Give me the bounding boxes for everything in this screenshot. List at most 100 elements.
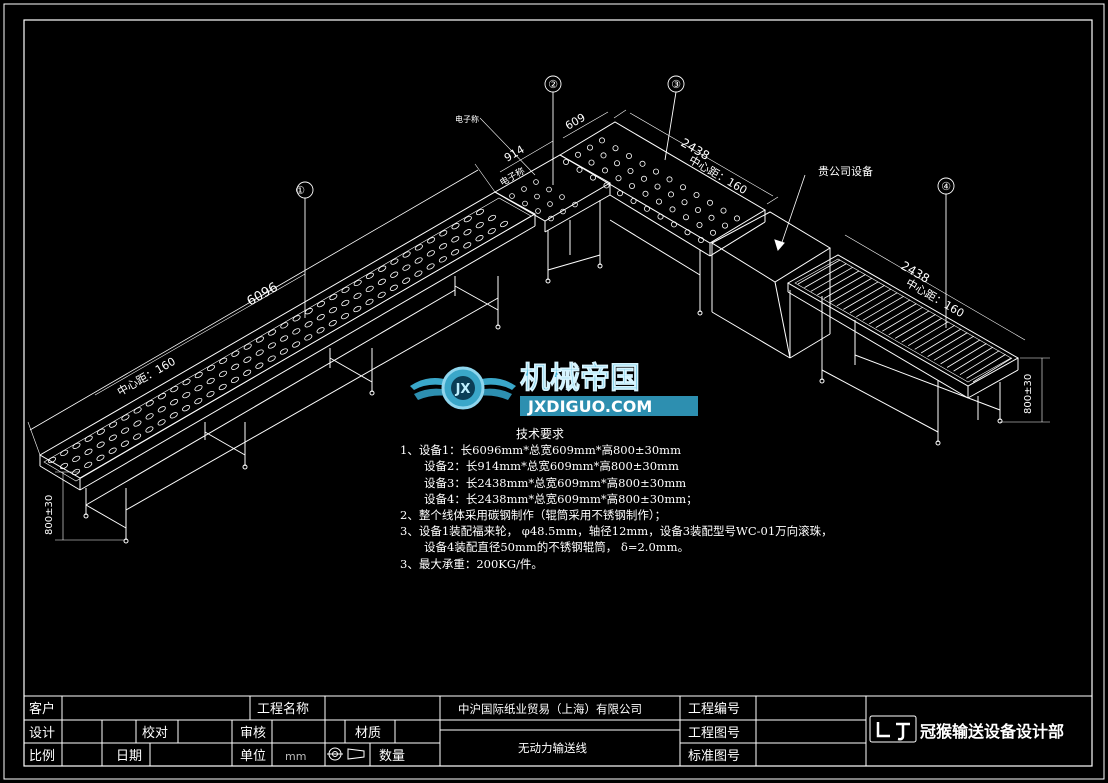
ball-transfer — [642, 190, 649, 197]
ball-transfer — [617, 190, 624, 197]
wheel — [353, 305, 362, 313]
watermark-cn: 机械帝国 — [520, 361, 640, 396]
wheel — [182, 405, 191, 412]
roller — [856, 292, 898, 318]
roller — [830, 277, 873, 303]
roller — [901, 317, 943, 343]
wheel — [206, 364, 216, 372]
wheel — [487, 214, 497, 222]
wheel — [170, 399, 179, 406]
wheel — [304, 308, 313, 315]
wheel — [84, 461, 93, 469]
wheel — [194, 384, 203, 392]
ball-transfer — [546, 186, 552, 193]
roller — [966, 354, 1006, 379]
wheel — [255, 362, 264, 369]
wheel — [133, 407, 142, 414]
callout-4: ④ — [941, 180, 951, 193]
wheel — [328, 320, 337, 327]
notes-line-7: 设备4装配直径50mm的不锈钢辊筒， δ=2.0mm。 — [424, 540, 690, 555]
wheel — [390, 258, 399, 265]
roller — [882, 306, 924, 332]
wheel — [182, 391, 191, 399]
ball-transfer — [563, 158, 570, 165]
tb-company: 中沪国际纸业贸易（上海）有限公司 — [458, 702, 642, 716]
wheel — [145, 400, 154, 407]
wheel — [414, 270, 423, 277]
dept-logo-icon — [869, 715, 917, 743]
ball-transfer — [666, 176, 673, 183]
dim-line-6096 — [29, 169, 479, 431]
tb-date: 日期 — [116, 749, 142, 764]
wheel — [365, 298, 374, 306]
dim-text-914: 914 — [502, 143, 527, 165]
wheel — [182, 378, 191, 386]
ball-transfer — [720, 207, 727, 214]
tb-project-no: 工程编号 — [688, 702, 740, 717]
leader-electric-box — [479, 117, 536, 176]
wheel — [72, 455, 81, 463]
ball-transfer — [590, 174, 597, 181]
roller — [862, 295, 904, 321]
wheel — [463, 215, 472, 223]
ball-transfer — [683, 214, 690, 221]
device-4-roller-array — [797, 259, 1013, 383]
ball-transfer — [603, 182, 610, 189]
callout-1: ① — [295, 184, 305, 197]
ball-transfer — [644, 205, 651, 212]
roller — [907, 321, 949, 347]
wheel — [304, 334, 313, 341]
ball-transfer — [641, 175, 648, 182]
wheel — [451, 223, 460, 230]
ball-transfer — [698, 236, 705, 243]
wheel — [402, 264, 411, 271]
inner-frame — [23, 19, 1093, 767]
device-4-roller-conveyor — [786, 234, 1026, 446]
wheel — [292, 328, 301, 335]
wheel — [463, 229, 472, 236]
ball-transfer — [575, 151, 582, 158]
roller — [869, 299, 911, 325]
roller — [927, 332, 968, 357]
ball-transfer — [627, 167, 634, 174]
label-device2-mark: 电子称 — [498, 165, 527, 189]
wheel — [377, 291, 386, 299]
wheel — [426, 250, 435, 257]
wheel — [414, 257, 423, 264]
wheel — [121, 427, 130, 434]
ball-transfer — [653, 168, 660, 175]
ball-transfer — [572, 201, 578, 208]
ball-transfer — [587, 144, 594, 151]
outer-frame — [3, 3, 1105, 780]
wheel — [206, 377, 215, 385]
watermark-en: JXDIGUO.COM — [527, 397, 652, 416]
roller — [940, 339, 981, 365]
wheel — [353, 279, 362, 287]
wheel — [280, 322, 289, 329]
wheel — [243, 369, 252, 376]
device-3-ball-array — [509, 137, 741, 243]
roller — [849, 288, 892, 314]
wheel — [230, 376, 240, 384]
ball-transfer — [629, 182, 636, 189]
ball-transfer — [684, 229, 691, 236]
ball-transfer — [547, 201, 553, 207]
watermark-logo: JX 机械帝国 JXDIGUO.COM — [410, 361, 698, 416]
roller — [972, 357, 1013, 383]
roller — [920, 328, 962, 354]
notes-line-6: 3、设备1装配福来轮， φ48.5mm，轴径12mm，设备3装配型号WC-01万… — [400, 524, 833, 539]
wheel — [255, 349, 264, 356]
wheel — [109, 421, 118, 428]
dim-line-center-1 — [94, 273, 306, 396]
wheel — [353, 292, 362, 300]
dim-line-914 — [499, 140, 554, 173]
tb-material: 材质 — [355, 726, 381, 741]
dim-text-height-right: 800±30 — [1023, 374, 1034, 414]
wheel — [292, 341, 301, 348]
wheel — [365, 272, 374, 279]
tb-scale: 比例 — [29, 749, 55, 764]
wheel — [231, 350, 240, 357]
callout-2: ② — [548, 78, 558, 91]
wheel — [243, 343, 252, 350]
